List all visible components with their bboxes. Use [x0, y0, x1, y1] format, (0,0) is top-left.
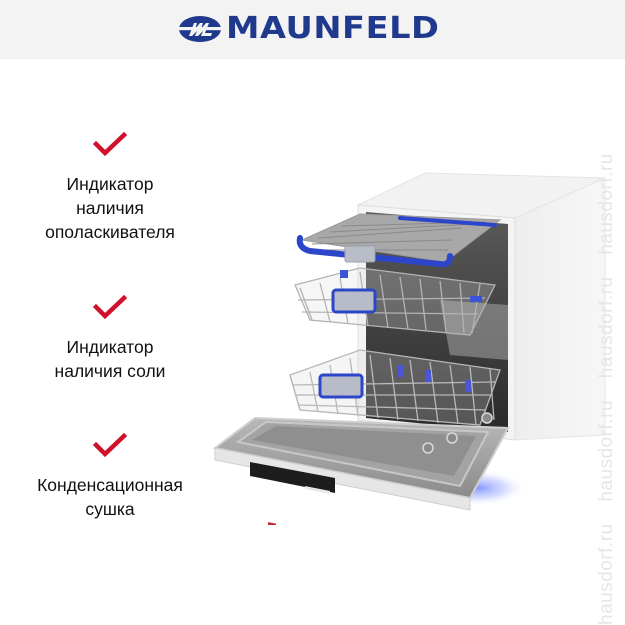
middle-basket-handle	[331, 288, 377, 314]
maunfeld-emblem-icon	[178, 16, 222, 42]
lower-basket-handle	[318, 373, 364, 399]
watermark-text: hausdorf.ru	[596, 523, 617, 625]
cabinet-side	[514, 177, 606, 441]
watermark-text: hausdorf.ru	[596, 153, 617, 255]
cutlery-tray	[296, 213, 502, 268]
brand-header: MAUNFELD	[0, 0, 625, 59]
feature-salt-indicator: Индикатор наличия соли	[0, 295, 220, 383]
feature-label: Конденсационная сушка	[37, 475, 183, 519]
control-panel	[250, 462, 335, 493]
watermark-text: hausdorf.ru	[596, 399, 617, 502]
brand-name: MAUNFELD	[226, 11, 440, 46]
dishwasher-product-image	[212, 172, 606, 525]
middle-basket	[294, 267, 496, 336]
feature-condensation-drying: Конденсационная сушка	[0, 433, 220, 521]
feature-label: Индикатор наличия ополаскивателя	[45, 174, 175, 242]
red-checkmark-icon	[93, 132, 127, 157]
feature-rinse-aid-indicator: Индикатор наличия ополаскивателя	[0, 132, 220, 244]
watermark: hausdorf.ru hausdorf.ru hausdorf.ru haus…	[596, 145, 618, 625]
brand-logo: MAUNFELD	[178, 13, 439, 45]
feature-label: Индикатор наличия соли	[54, 337, 166, 381]
watermark-text: hausdorf.ru	[596, 276, 617, 379]
red-checkmark-icon	[93, 433, 127, 458]
basket-wheels	[422, 412, 493, 454]
red-checkmark-icon	[93, 295, 127, 320]
